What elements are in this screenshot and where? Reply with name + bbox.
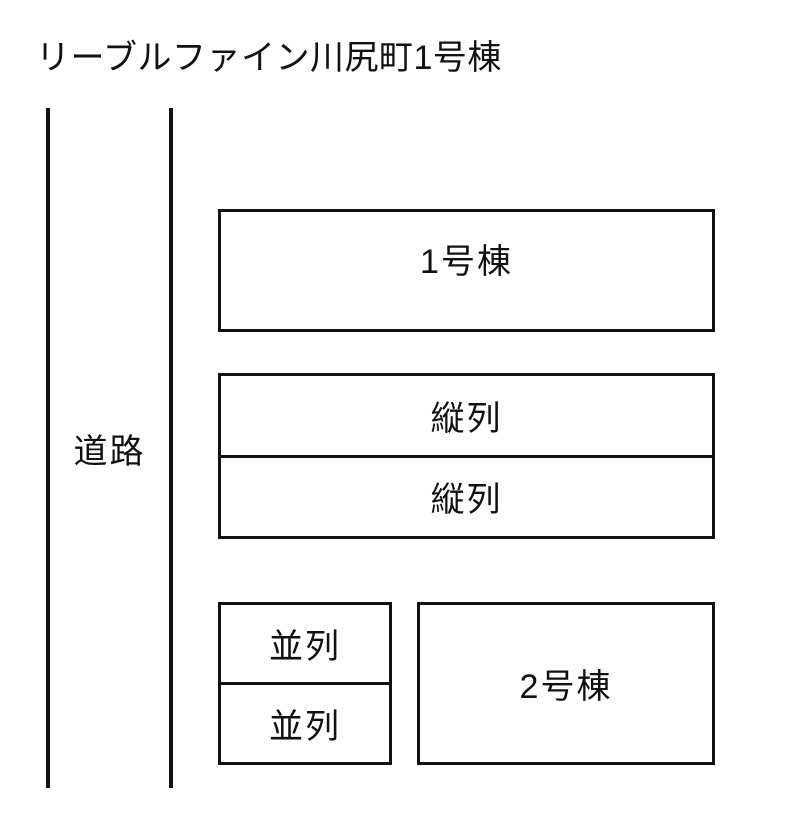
page-title: リーブルファイン川尻町1号棟 <box>36 39 502 77</box>
tandem-parking-space-1-label: 縦列 <box>430 399 503 438</box>
building-2-box: 2号棟 <box>417 602 715 765</box>
tandem-parking-space-1: 縦列 <box>221 376 712 458</box>
tandem-parking-space-2-label: 縦列 <box>430 481 503 520</box>
road-label: 道路 <box>73 433 146 471</box>
parallel-parking-stack: 並列 並列 <box>218 602 392 765</box>
building-2-label: 2号棟 <box>519 668 613 706</box>
parallel-parking-space-2-label: 並列 <box>269 708 341 746</box>
parallel-parking-space-1-label: 並列 <box>269 628 341 666</box>
parallel-parking-space-1: 並列 <box>221 605 389 685</box>
building-1-label: 1号棟 <box>420 243 513 281</box>
tandem-parking-space-2: 縦列 <box>221 458 712 537</box>
building-1-box: 1号棟 <box>218 209 715 332</box>
road-edge-line-left <box>46 108 50 788</box>
road-edge-line-right <box>169 108 173 788</box>
tandem-parking-stack: 縦列 縦列 <box>218 373 715 539</box>
parallel-parking-space-2: 並列 <box>221 685 389 762</box>
